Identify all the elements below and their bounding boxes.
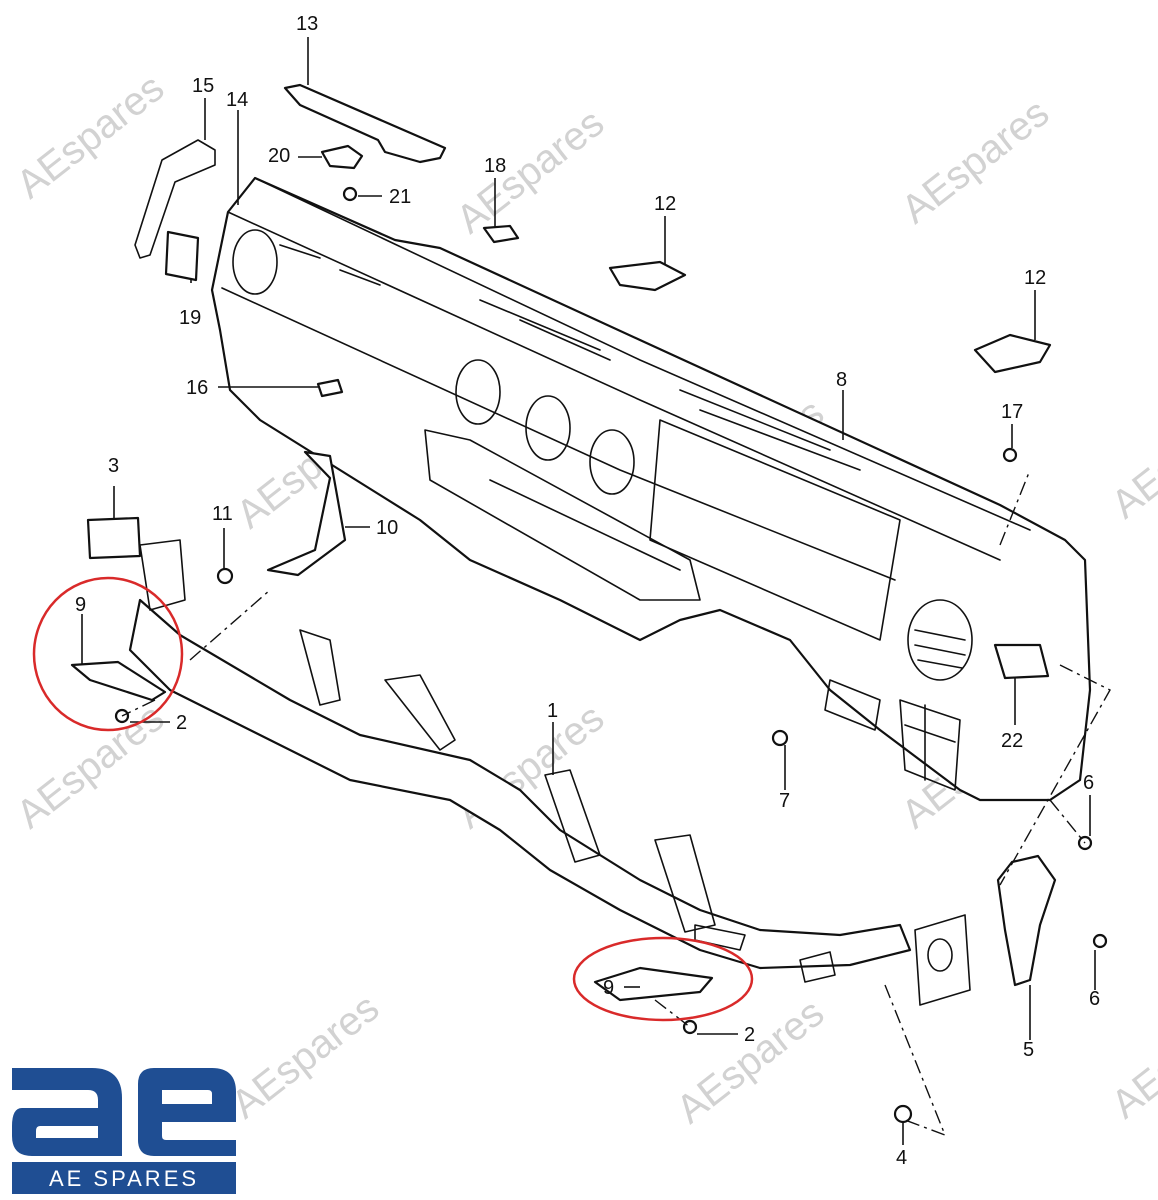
watermark: AEspares: [1103, 386, 1158, 527]
logo-mark-a: [12, 1068, 122, 1156]
screw-4-shape: [893, 1104, 913, 1124]
callout-21: 21: [389, 186, 411, 208]
part-3-shape: [86, 516, 142, 560]
watermark: AEspares: [668, 991, 832, 1132]
logo-text-bar: [12, 1162, 236, 1194]
screw-6b-shape: [1092, 933, 1108, 949]
callout-6b: 6: [1089, 988, 1100, 1010]
part-5-shape: [996, 854, 1057, 987]
logo-text: AE SPARES: [49, 1166, 199, 1191]
callout-5: 5: [1023, 1039, 1034, 1061]
callout-9b: 9: [603, 977, 614, 999]
watermark: AEspares: [223, 986, 387, 1127]
watermark: AEspares: [448, 101, 612, 242]
callout-9a: 9: [75, 594, 86, 616]
callout-19: 19: [179, 307, 201, 329]
callout-13: 13: [296, 13, 318, 35]
watermark: AEspares: [8, 66, 172, 207]
guide-lines: [121, 469, 1111, 1137]
callout-2b: 2: [744, 1024, 755, 1046]
callout-12a: 12: [654, 193, 676, 215]
callout-3: 3: [108, 455, 119, 477]
callout-7: 7: [779, 790, 790, 812]
highlight-circle-left: [32, 576, 184, 732]
callout-4: 4: [896, 1147, 907, 1169]
part-18-shape: [482, 224, 520, 244]
callout-14: 14: [226, 89, 248, 111]
callout-18: 18: [484, 155, 506, 177]
callout-11: 11: [212, 503, 233, 525]
part-22-shape: [993, 643, 1050, 680]
callout-20: 20: [268, 145, 290, 167]
callout-2a: 2: [176, 712, 187, 734]
part-13-shape: [283, 83, 447, 164]
logo-mark-e: [138, 1068, 236, 1156]
watermark: AEspares: [893, 91, 1057, 232]
screw-17-shape: [1002, 447, 1018, 463]
part-15-shape: [134, 139, 216, 259]
part-12a-shape: [608, 260, 687, 292]
screw-11-shape: [216, 567, 234, 585]
callout-10: 10: [376, 517, 398, 539]
callout-6a: 6: [1083, 772, 1094, 794]
callout-17: 17: [1001, 401, 1023, 423]
screw-2b-shape: [682, 1019, 698, 1035]
callout-labels: 13 15 14 20 21 18 12 12 19 16 8 17 3 11 …: [75, 13, 1100, 1169]
part-12b-shape: [973, 333, 1052, 374]
callout-22: 22: [1001, 730, 1023, 752]
part-10-shape: [266, 450, 347, 577]
part-16-shape: [316, 378, 344, 398]
watermark: AEspares: [1103, 986, 1158, 1127]
cross-member-drawing: [128, 539, 971, 1006]
part-19-shape: [164, 230, 200, 282]
highlight-circle-right: [572, 936, 754, 1022]
callout-16: 16: [186, 377, 208, 399]
screw-21-shape: [342, 186, 358, 202]
callout-8: 8: [836, 369, 847, 391]
part-9b-shape: [593, 966, 714, 1002]
callout-15: 15: [192, 75, 214, 97]
part-9a-shape: [70, 660, 167, 702]
part-20-shape: [320, 144, 364, 170]
leader-lines: [81, 37, 1096, 1145]
screw-7-shape: [771, 729, 789, 747]
callout-12b: 12: [1024, 267, 1046, 289]
callout-1: 1: [547, 700, 558, 722]
ae-spares-logo: AE SPARES: [12, 1068, 236, 1194]
